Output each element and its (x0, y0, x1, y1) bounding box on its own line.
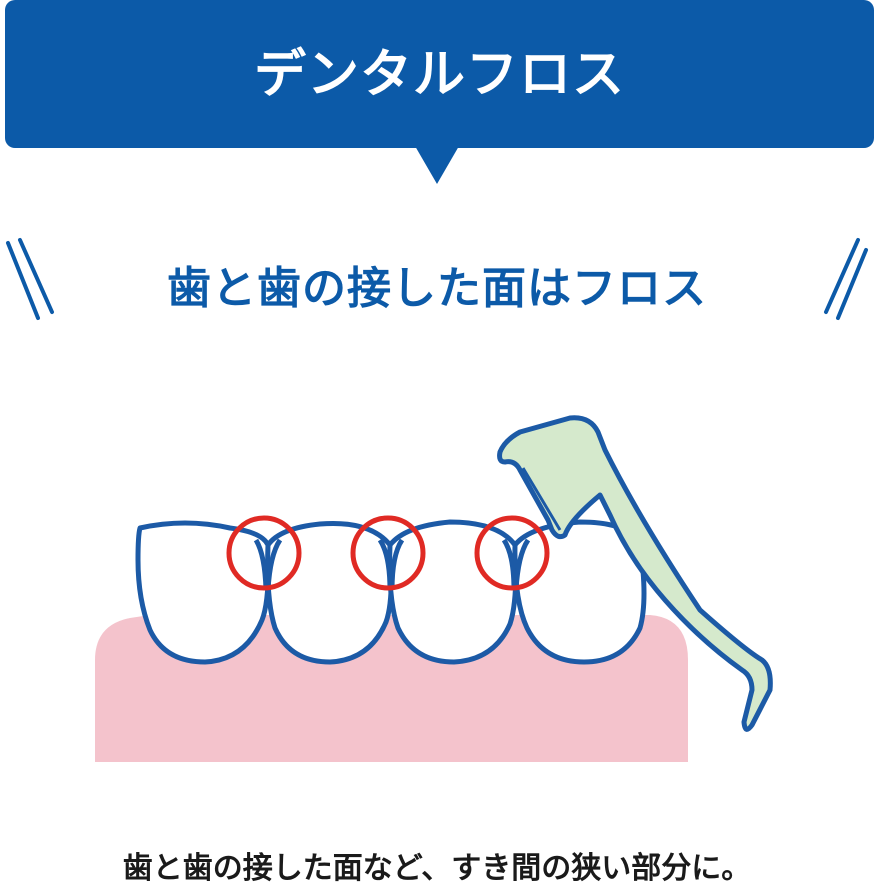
title-banner: デンタルフロス (5, 0, 874, 148)
emphasis-lines-right-icon (824, 238, 868, 320)
floss-pick-icon (497, 415, 773, 732)
banner-title: デンタルフロス (253, 44, 625, 105)
emphasis-lines-left-icon (6, 238, 54, 320)
interdental-lines (253, 538, 531, 591)
floss-string (521, 467, 562, 531)
caption: 歯と歯の接した面など、すき間の狭い部分に。 (122, 851, 752, 886)
highlight-circle-icon (226, 515, 550, 591)
subtitle: 歯と歯の接した面はフロス (167, 263, 707, 314)
banner-pointer (415, 146, 459, 184)
gum-icon (95, 615, 688, 762)
